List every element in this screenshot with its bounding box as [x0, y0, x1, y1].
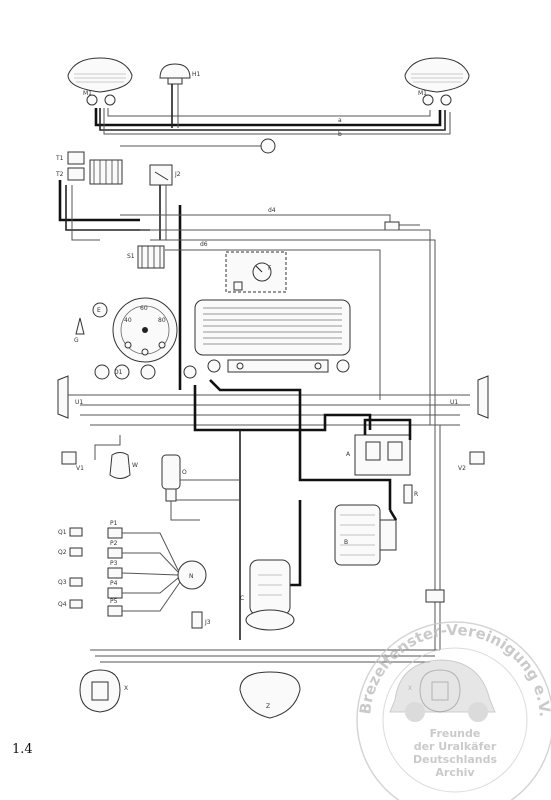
spark-plugs: Q1 Q2 Q3 Q4	[58, 527, 83, 609]
cap-p1-label: P1	[110, 520, 118, 527]
starter: B	[334, 504, 398, 566]
dashboard-panel	[194, 299, 351, 373]
horn-w: W	[109, 452, 138, 479]
distributor-label: N	[189, 573, 194, 580]
svg-text:40: 40	[124, 317, 132, 324]
resistor: R	[403, 484, 418, 504]
starter-label: B	[344, 539, 348, 546]
plug-q3-label: Q3	[58, 579, 67, 586]
page-number: 1.4	[12, 742, 33, 757]
svg-text:80: 80	[158, 317, 166, 324]
tail-light-left: X	[79, 669, 128, 713]
horn-top-label: H1	[192, 71, 201, 78]
wire-label-d4: d4	[268, 207, 276, 214]
indicator-right-label: U1	[450, 399, 458, 406]
relay-block-top: T1 T2	[55, 151, 150, 241]
plug-q4-label: Q4	[58, 601, 67, 608]
oil-sender-label: J3	[204, 619, 211, 626]
watermark-line4: Archiv	[435, 766, 475, 779]
voltage-regulator: A	[346, 418, 412, 476]
plug-q2-label: Q2	[58, 549, 67, 556]
rear-harness	[90, 425, 445, 663]
bulb-v2: V2	[458, 451, 485, 472]
watermark-line1: Freunde	[430, 727, 481, 740]
regulator-label: A	[346, 451, 351, 458]
switch-j2: J2	[149, 164, 182, 390]
headlight-right-label: M1	[418, 90, 427, 97]
speedometer: 60 40 80	[112, 297, 178, 363]
resistor-label: R	[414, 491, 418, 498]
plug-q1-label: Q1	[58, 529, 67, 536]
watermark-line3: Deutschlands	[413, 753, 497, 766]
ignition-coil: O	[161, 454, 240, 521]
switch-g-label: G	[74, 337, 79, 344]
fusebox-label: S1	[127, 253, 135, 260]
plug-caps: P1 P2 P3 P4 P5	[107, 520, 181, 617]
plate-light-label: Z	[266, 703, 270, 710]
headlight-left: M1	[67, 57, 133, 106]
plate-light: Z	[239, 671, 301, 719]
wire-label-a: a	[338, 117, 342, 124]
relay-t1-label: T1	[55, 155, 64, 162]
watermark-line2: der Uralkäfer	[414, 740, 497, 753]
relay-t2-label: T2	[55, 171, 64, 178]
bulb-v1: V1	[61, 451, 84, 472]
fuel-gauge-label: F	[268, 265, 272, 272]
fuel-gauge: F	[225, 251, 287, 293]
generator: C	[240, 559, 295, 631]
headlight-left-label: M1	[83, 90, 92, 97]
watermark-stamp: Brezelfenster-Vereinigung e.V. Freunde d…	[356, 621, 551, 800]
horn-w-label: W	[132, 462, 138, 469]
generator-label: C	[240, 595, 244, 602]
oil-sender: J3	[191, 611, 211, 629]
right-harness: d4 d6	[120, 207, 436, 600]
light-switch-label: D1	[114, 369, 123, 376]
tail-left-label: X	[124, 685, 128, 692]
svg-text:60: 60	[140, 305, 148, 312]
switch-j2-label: J2	[174, 171, 181, 178]
horn-top: H1	[159, 63, 201, 85]
wire-label-d6: d6	[200, 241, 208, 248]
top-harness: a b	[94, 84, 451, 154]
distributor: N	[177, 560, 207, 590]
switch-e-label: E	[97, 307, 101, 314]
fusebox: S1	[127, 245, 165, 269]
bulb-v1-label: V1	[76, 465, 84, 472]
wire-label-b: b	[338, 131, 342, 138]
cap-p3-label: P3	[110, 560, 118, 567]
cap-p2-label: P2	[110, 540, 118, 547]
cap-p4-label: P4	[110, 580, 118, 587]
coil-label: O	[182, 469, 187, 476]
left-switches: E G D1	[74, 302, 197, 380]
indicator-left-label: U1	[75, 399, 83, 406]
cap-p5-label: P5	[110, 598, 118, 605]
indicator-left: U1	[57, 375, 83, 419]
headlight-right: M1	[404, 57, 470, 106]
bulb-v2-label: V2	[458, 465, 466, 472]
indicator-right: U1	[450, 375, 489, 419]
